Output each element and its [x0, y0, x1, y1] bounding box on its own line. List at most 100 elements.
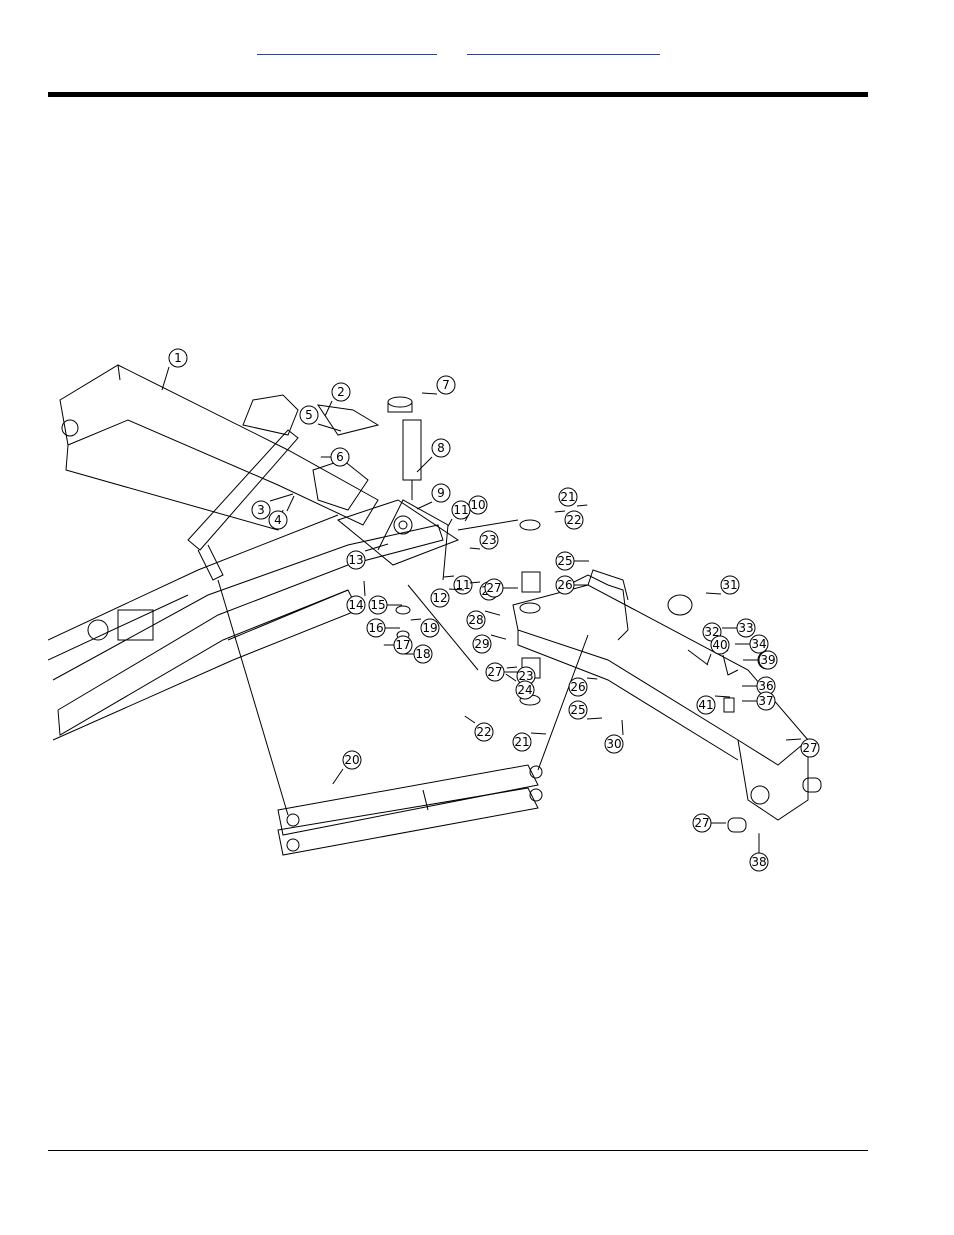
callout-balloon	[568, 677, 588, 697]
callout-balloon	[484, 578, 504, 598]
callout-29: 29	[472, 634, 507, 654]
callout-balloon	[466, 610, 486, 630]
callout-number: 32	[704, 625, 719, 639]
callout-balloon	[555, 551, 575, 571]
callout-balloon	[420, 618, 440, 638]
callout-number: 27	[487, 665, 502, 679]
header-link-1[interactable]	[257, 38, 437, 55]
callout-27: 27	[485, 662, 519, 682]
callout-leader	[416, 501, 433, 510]
callout-number: 7	[442, 378, 450, 392]
callout-38: 38	[749, 833, 769, 872]
callout-number: 25	[570, 703, 585, 717]
callout-balloon	[251, 500, 271, 520]
callout-leader	[416, 456, 433, 473]
callout-balloon	[710, 635, 730, 655]
callout-leader	[364, 543, 389, 552]
callout-leader	[324, 400, 333, 417]
callout-number: 30	[606, 737, 621, 751]
callout-leader	[706, 653, 712, 665]
callout-number: 23	[481, 533, 496, 547]
callout-balloon	[756, 691, 776, 711]
callout-number: 4	[274, 513, 282, 527]
callout-number: 21	[514, 735, 529, 749]
callout-balloon	[474, 722, 494, 742]
callout-leader	[448, 588, 465, 591]
callout-leader	[317, 423, 342, 432]
callout-19: 19	[410, 618, 440, 638]
callout-number: 5	[305, 408, 313, 422]
callout-33: 33	[722, 618, 756, 638]
callout-balloon	[331, 382, 351, 402]
callout-22: 22	[554, 510, 584, 530]
callout-balloon	[568, 700, 588, 720]
callout-number: 3	[257, 503, 265, 517]
callout-number: 41	[698, 698, 713, 712]
callout-36: 36	[742, 676, 776, 696]
callout-leader	[586, 717, 603, 720]
callout-27: 27	[692, 813, 726, 833]
callout-12: 12	[430, 588, 465, 608]
callout-leader	[469, 581, 481, 584]
callout-balloon	[346, 550, 366, 570]
callout-balloon	[515, 680, 535, 700]
callout-balloon	[758, 650, 778, 670]
header-link-2[interactable]	[467, 38, 660, 55]
callout-balloon	[692, 813, 712, 833]
callout-leader	[530, 732, 547, 735]
callout-number: 9	[437, 486, 445, 500]
callout-balloon	[485, 662, 505, 682]
callout-number: 12	[432, 591, 447, 605]
header-rule	[48, 92, 868, 97]
callout-34: 34	[735, 634, 769, 654]
callout-leader	[785, 738, 802, 741]
callout-number: 21	[560, 490, 575, 504]
callout-balloon	[366, 618, 386, 638]
callout-balloon	[472, 634, 492, 654]
callout-balloon	[749, 852, 769, 872]
callout-leader	[269, 493, 294, 502]
callout-number: 22	[476, 725, 491, 739]
callout-26: 26	[568, 677, 598, 697]
callout-37: 37	[742, 691, 776, 711]
callout-leader	[161, 366, 170, 391]
callout-leader	[705, 592, 722, 595]
callout-number: 23	[518, 669, 533, 683]
callout-number: 31	[722, 578, 737, 592]
callout-number: 22	[566, 513, 581, 527]
callout-balloon	[451, 500, 471, 520]
callout-23: 23	[469, 530, 499, 550]
callout-number: 33	[738, 621, 753, 635]
callout-number: 38	[751, 855, 766, 869]
callout-leader	[621, 719, 624, 736]
footer-rule	[48, 1150, 868, 1151]
callout-balloon	[346, 595, 366, 615]
callout-leader	[586, 677, 598, 680]
callout-30: 30	[604, 719, 624, 754]
callout-23: 23	[506, 666, 536, 686]
callout-balloon	[330, 447, 350, 467]
callout-balloon	[430, 588, 450, 608]
callout-7: 7	[421, 375, 456, 395]
callout-number: 17	[395, 638, 410, 652]
callout-number: 27	[802, 741, 817, 755]
callout-balloon	[736, 618, 756, 638]
callout-leader	[469, 547, 481, 550]
callout-27: 27	[785, 738, 820, 758]
callout-number: 36	[758, 679, 773, 693]
callout-25: 25	[568, 700, 603, 720]
callout-6: 6	[320, 447, 350, 467]
callout-balloon	[564, 510, 584, 530]
callout-28: 28	[466, 610, 501, 630]
callout-number: 13	[348, 553, 363, 567]
callout-number: 39	[760, 653, 775, 667]
callout-balloon	[749, 634, 769, 654]
callout-leader	[421, 392, 438, 395]
callout-31: 31	[705, 575, 740, 595]
callout-balloon	[604, 734, 624, 754]
callout-leader	[286, 495, 295, 512]
callout-number: 18	[415, 647, 430, 661]
callout-22: 22	[464, 715, 494, 742]
